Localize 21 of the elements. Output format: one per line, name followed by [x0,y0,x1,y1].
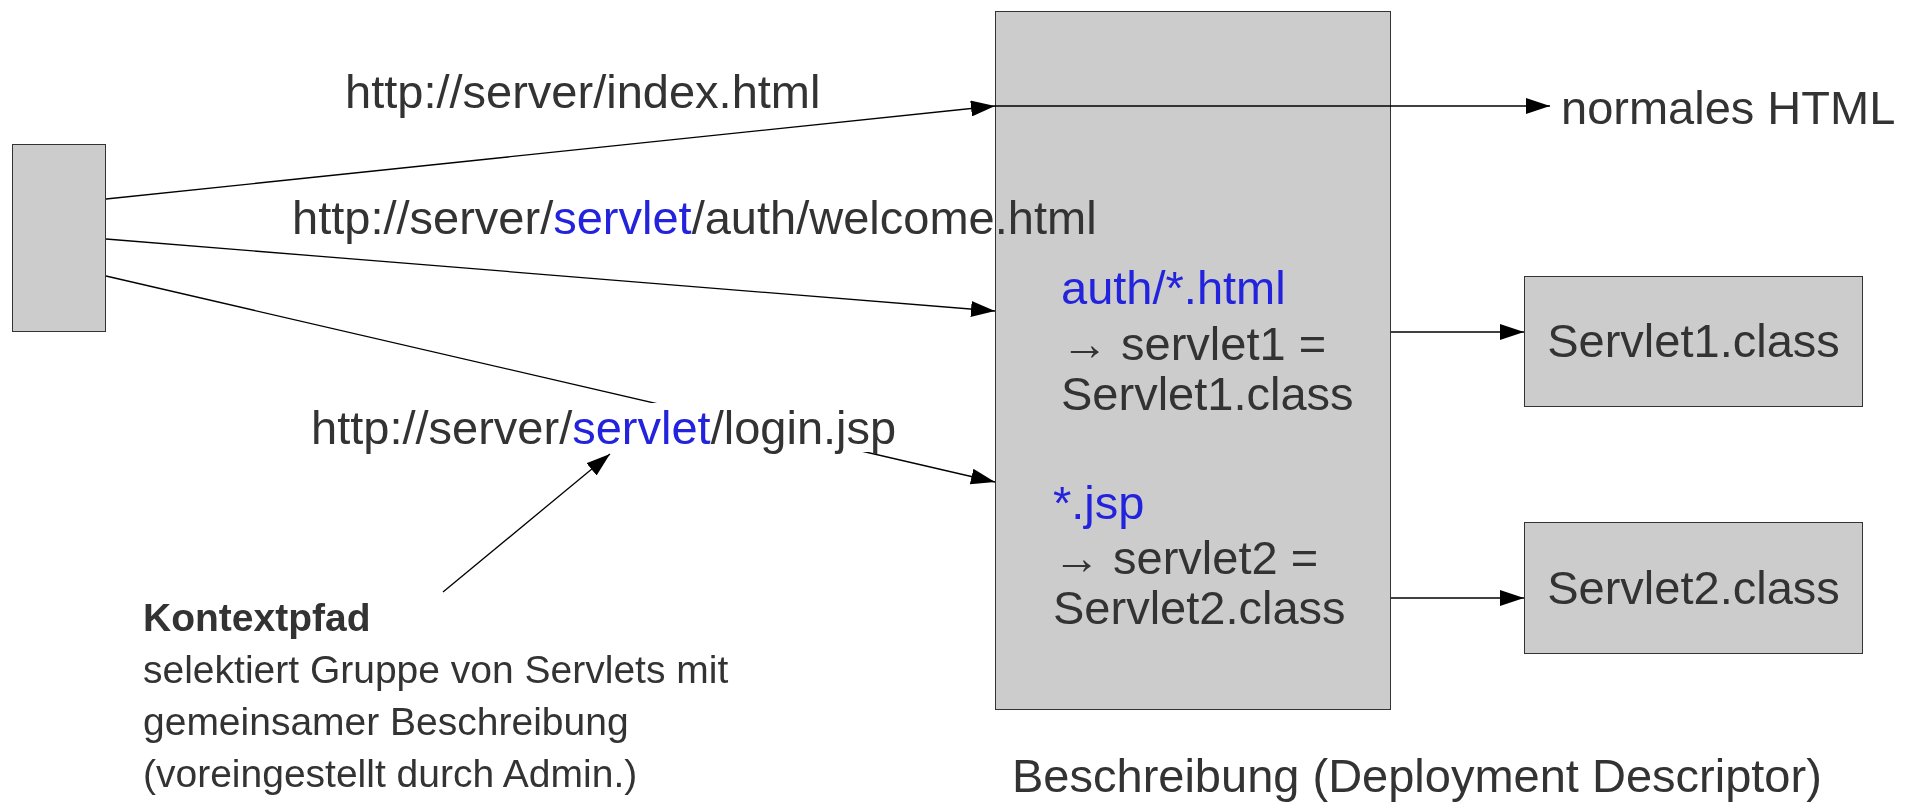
arrow [1390,590,1525,606]
note-heading: Kontextpfad [143,595,372,641]
url-label: http://server/servlet/login.jsp [311,403,897,453]
class-box [1524,276,1863,407]
arrow [105,100,996,200]
url-label: http://server/index.html [345,67,821,117]
url-pattern: *.jsp [1053,478,1145,528]
arrow [1390,324,1525,340]
mapping-text: → servlet1 = Servlet1.class [1061,319,1355,419]
leader-arrow [442,453,611,593]
class-name: Servlet2.class [1547,559,1840,616]
class-box [1524,522,1863,654]
class-name: Servlet1.class [1547,313,1840,370]
mapping-text: → servlet2 = Servlet2.class [1053,533,1347,633]
note-text: selektiert Gruppe von Servlets mit gemeinsamer Beschreibung (voreingestellt durch Admin.) [143,647,730,797]
arrow [994,98,1551,114]
arrow [105,238,996,318]
url-pattern: auth/*.html [1061,263,1286,313]
empty-box [12,144,106,332]
box-label: Beschreibung (Deployment Descriptor) [1012,748,1822,804]
output-label: normales HTML [1561,80,1896,136]
